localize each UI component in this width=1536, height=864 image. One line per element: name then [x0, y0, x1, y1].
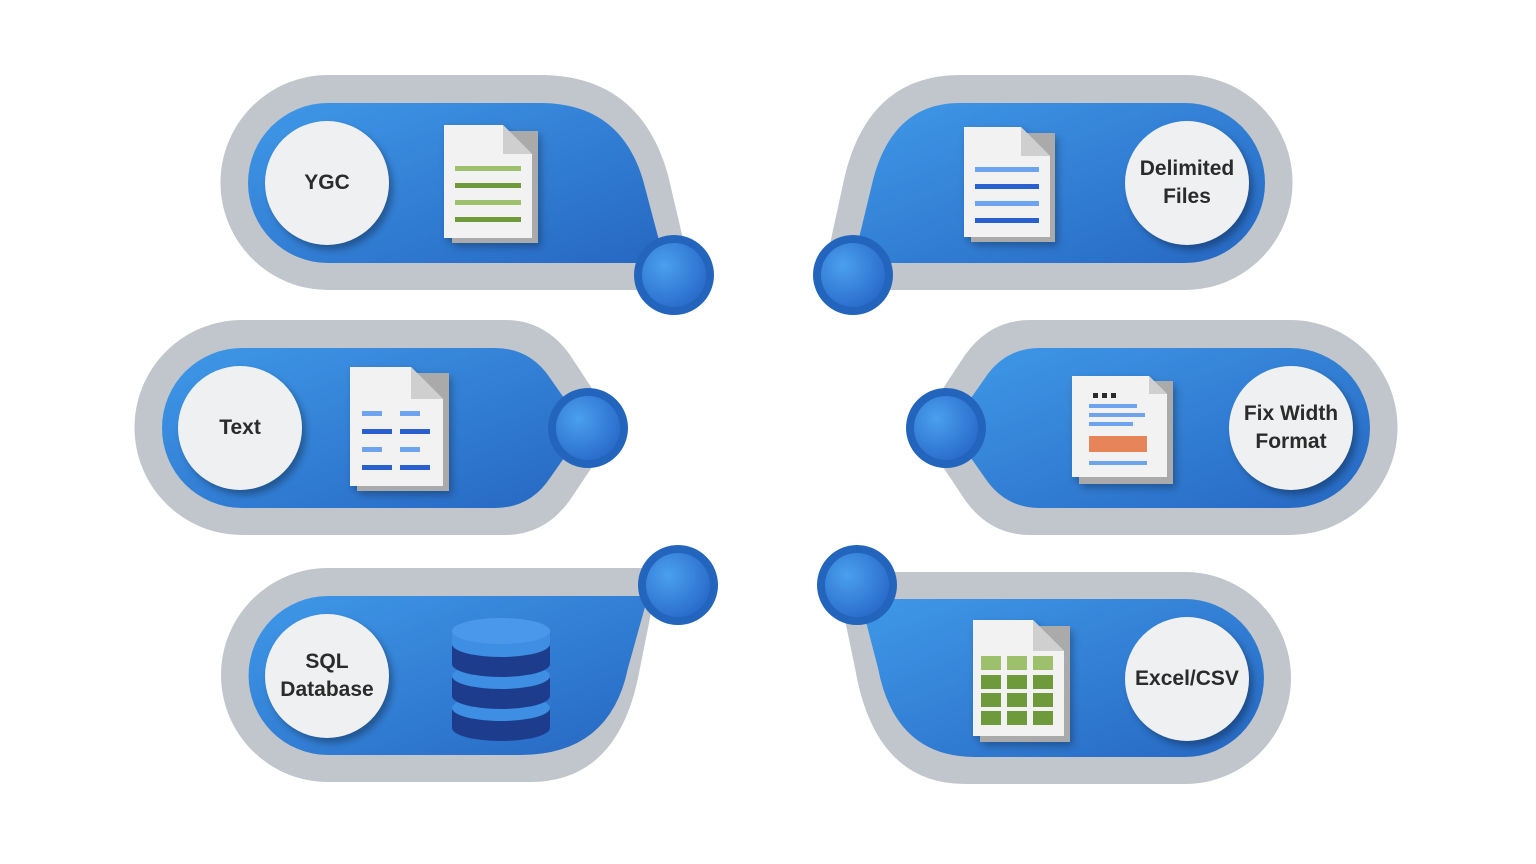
label-delimited-files: Delimited Files — [1125, 121, 1249, 245]
label-line: Fix Width — [1243, 402, 1339, 425]
label-ygc: YGC — [265, 121, 389, 245]
label-line: Delimited — [1139, 157, 1235, 180]
database-icon — [452, 618, 550, 741]
fixed-width-document-icon — [1072, 376, 1173, 484]
label-text: Text — [178, 366, 302, 490]
label-excel-csv: Excel/CSV — [1125, 617, 1249, 741]
label-line: Excel/CSV — [1135, 667, 1239, 690]
label-sql-database: SQL Database — [265, 614, 389, 738]
label-line: Text — [219, 416, 261, 439]
label-line: Database — [280, 678, 374, 701]
label-line: SQL — [305, 650, 349, 673]
label-line: Format — [1255, 430, 1327, 453]
label-fix-width-format: Fix Width Format — [1229, 366, 1353, 490]
blue-columns-document-icon — [350, 367, 449, 491]
green-lines-document-icon — [444, 125, 538, 243]
label-line: Files — [1163, 185, 1211, 208]
label-line: YGC — [304, 171, 350, 194]
